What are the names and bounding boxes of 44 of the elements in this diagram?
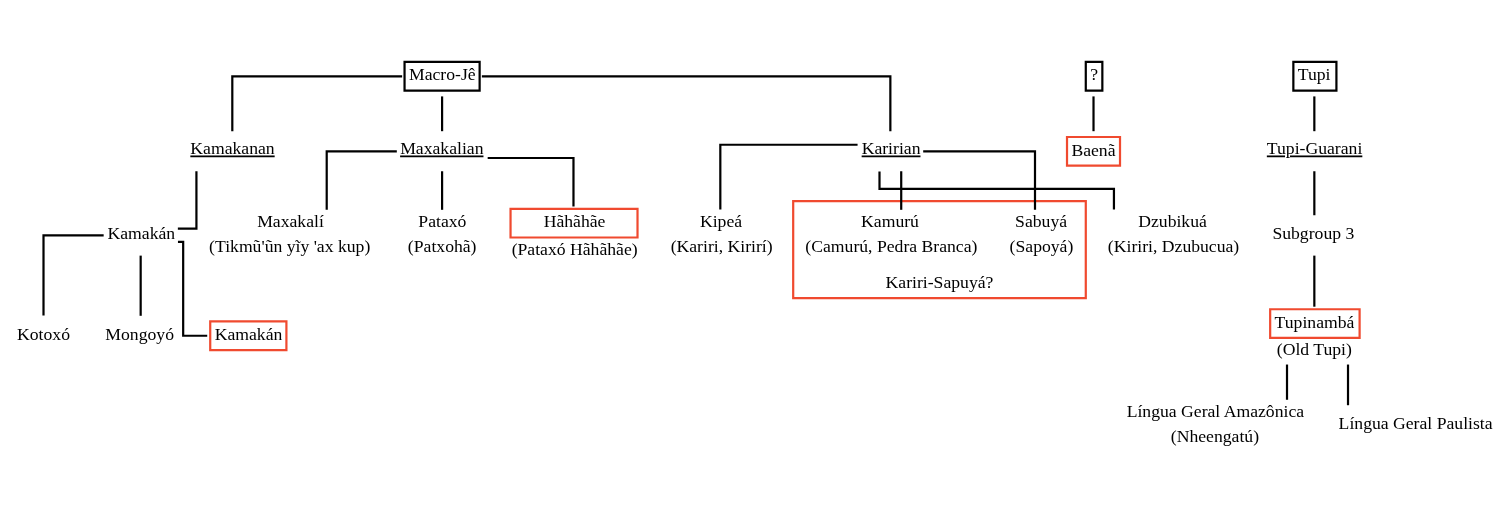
connector bbox=[325, 149, 397, 210]
connector bbox=[1313, 95, 1316, 131]
node-text: Kipeá (Kariri, Kirirí) bbox=[670, 210, 773, 256]
node-text: Karirian bbox=[861, 137, 921, 158]
connector bbox=[1092, 95, 1095, 131]
connector bbox=[719, 143, 858, 210]
connector bbox=[1313, 170, 1316, 215]
connector bbox=[1313, 255, 1316, 307]
connector bbox=[481, 74, 892, 131]
node-text: Sabuyá (Sapoyá) bbox=[1009, 210, 1074, 256]
node-text: Kamakanan bbox=[190, 137, 275, 158]
connector bbox=[1285, 364, 1289, 400]
node-text: Subgroup 3 bbox=[1272, 222, 1355, 243]
node-text: Mongoyó bbox=[105, 323, 175, 344]
node-box: Tupi bbox=[1292, 60, 1338, 92]
node-box: ? bbox=[1084, 60, 1104, 92]
node-label: (Old Tupi) bbox=[1276, 338, 1352, 359]
node-text: Língua Geral Paulista bbox=[1338, 412, 1493, 433]
connector bbox=[1346, 364, 1350, 405]
connector bbox=[900, 170, 903, 210]
node-text: Maxakalí (Tikmũ'ũn yĩy 'ax kup) bbox=[209, 210, 371, 256]
node-text: Dzubikuá (Kiriri, Dzubucua) bbox=[1107, 210, 1240, 256]
node-box: Kamakán bbox=[209, 319, 288, 351]
node-text: Kamakán bbox=[107, 222, 176, 243]
node-text: Pataxó (Patxohã) bbox=[407, 210, 477, 256]
connector bbox=[441, 95, 444, 131]
connector bbox=[139, 255, 142, 316]
connector bbox=[441, 170, 444, 210]
node-box: Macro-Jê bbox=[403, 60, 481, 92]
node-text: Kamurú (Camurú, Pedra Branca) bbox=[805, 210, 978, 256]
connector bbox=[231, 74, 403, 131]
connector bbox=[177, 240, 208, 337]
node-box: Tupinambá bbox=[1269, 307, 1361, 339]
node-text: Kotoxó bbox=[17, 323, 70, 344]
node-text: Língua Geral Amazônica (Nheengatú) bbox=[1126, 400, 1305, 446]
connector bbox=[487, 156, 575, 206]
node-box: Hãhãhãe bbox=[509, 207, 639, 239]
connector bbox=[923, 149, 1037, 210]
node-text: Tupi-Guarani bbox=[1266, 137, 1363, 158]
node-text: Maxakalian bbox=[400, 137, 484, 158]
connector bbox=[42, 233, 104, 315]
node-box: Baenã bbox=[1065, 135, 1122, 167]
node-label: (Pataxó Hãhãhãe) bbox=[511, 238, 638, 259]
connector bbox=[177, 170, 198, 230]
